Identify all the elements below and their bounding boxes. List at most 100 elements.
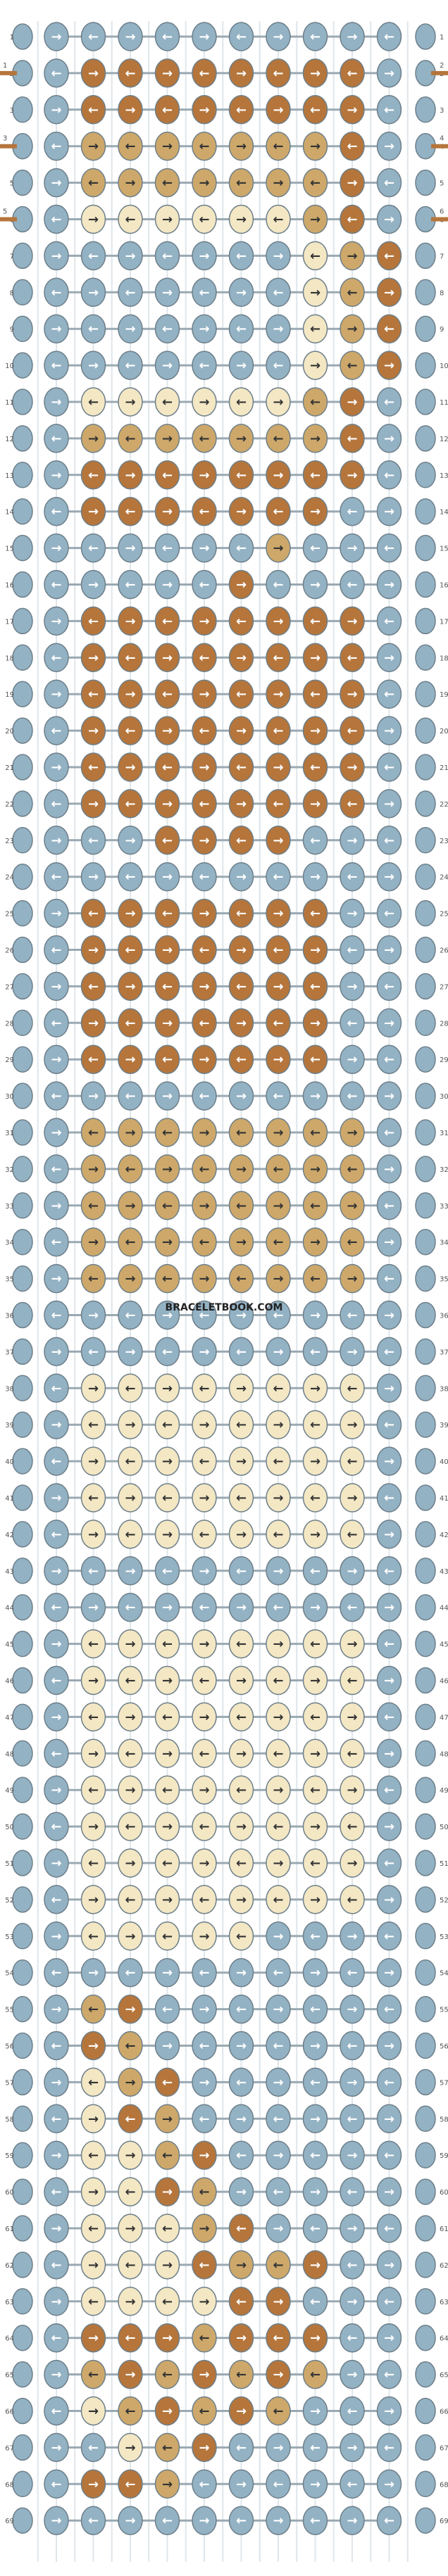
knot-direction-arrow: → [199, 1272, 209, 1287]
knot-direction-arrow: → [384, 1746, 394, 1761]
knot-direction-arrow: → [236, 505, 247, 519]
knot [376, 1373, 402, 1403]
knot [154, 1738, 180, 1769]
knot-direction-arrow: ← [162, 1564, 173, 1579]
edge-knot [415, 352, 436, 379]
knot-direction-arrow: ← [88, 1491, 99, 1505]
knot-direction-arrow: → [162, 1016, 173, 1030]
knot-direction-arrow: → [88, 358, 99, 373]
knot-direction-arrow: → [125, 2002, 135, 2017]
knot [228, 168, 254, 198]
knot-direction-arrow: ← [310, 1564, 321, 1579]
edge-knot [12, 571, 33, 598]
row-number-left: 10 [5, 362, 14, 370]
knot [340, 1446, 365, 1476]
knot-direction-arrow: → [347, 103, 357, 118]
knot [192, 1410, 217, 1439]
knot [302, 533, 328, 563]
knot-direction-arrow: ← [51, 1089, 61, 1104]
knot-direction-arrow: ← [88, 2294, 99, 2309]
knot [376, 1812, 402, 1841]
knot-direction-arrow: ← [162, 1856, 173, 1871]
knot [302, 752, 328, 782]
knot-direction-arrow: ← [384, 176, 394, 191]
knot-direction-arrow: ← [236, 2148, 247, 2163]
knot-direction-arrow: ← [125, 2404, 135, 2419]
knot-direction-arrow: ← [125, 797, 135, 812]
knot [80, 131, 106, 161]
knot [118, 1592, 143, 1622]
knot-direction-arrow: ← [310, 395, 321, 410]
knot-direction-arrow: ← [347, 797, 357, 812]
knot-direction-arrow: → [273, 322, 283, 336]
knot-direction-arrow: ← [347, 2185, 357, 2199]
knot-direction-arrow: → [51, 1418, 61, 1432]
knot-direction-arrow: → [384, 1674, 394, 1688]
knot-direction-arrow: ← [51, 2404, 61, 2419]
strand-end-label: 6 [440, 208, 444, 216]
knot-direction-arrow: → [310, 1966, 321, 1981]
edge-knot [12, 498, 33, 525]
edge-knot [12, 1923, 33, 1950]
knot [44, 1081, 69, 1111]
knot-direction-arrow: ← [125, 1381, 135, 1396]
row-number-left: 14 [5, 509, 14, 517]
row-number-right: 60 [440, 2189, 448, 2197]
knot-direction-arrow: ← [51, 870, 61, 885]
edge-knot [415, 2069, 436, 2096]
row-number-right: 34 [440, 1239, 448, 1247]
knot [376, 789, 402, 819]
knot-direction-arrow: ← [125, 2039, 135, 2054]
knot-direction-arrow: ← [51, 797, 61, 812]
knot-direction-arrow: → [88, 1454, 99, 1469]
knot [266, 204, 291, 234]
knot-direction-arrow: → [125, 468, 135, 483]
knot [192, 1848, 217, 1878]
knot-direction-arrow: ← [88, 2513, 99, 2528]
knot-direction-arrow: ← [162, 2075, 173, 2090]
knot [118, 1337, 143, 1367]
knot-direction-arrow: → [125, 1272, 135, 1287]
knot-direction-arrow: → [125, 2148, 135, 2163]
knot [118, 1629, 143, 1659]
knot-direction-arrow: ← [162, 687, 173, 702]
knot-direction-arrow: ← [199, 1819, 209, 1834]
knot [192, 752, 217, 782]
knot [266, 606, 291, 636]
knot-direction-arrow: ← [273, 797, 283, 812]
knot-direction-arrow: → [236, 1308, 247, 1323]
knot [228, 58, 254, 88]
knot [228, 1629, 254, 1659]
knot-direction-arrow: → [273, 30, 283, 44]
knot [80, 387, 106, 417]
knot-direction-arrow: ← [88, 248, 99, 263]
knot-direction-arrow: → [125, 248, 135, 263]
knot [192, 1227, 217, 1257]
knot [44, 1629, 69, 1659]
knot-direction-arrow: ← [310, 2075, 321, 2090]
knot [80, 606, 106, 636]
knot [80, 533, 106, 563]
knot-direction-arrow: → [51, 1929, 61, 1944]
knot-direction-arrow: → [88, 2185, 99, 2199]
row-number-left: 36 [5, 1313, 14, 1320]
knot-direction-arrow: → [384, 431, 394, 446]
knot-direction-arrow: ← [199, 358, 209, 373]
knot-direction-arrow: ← [273, 1235, 283, 1250]
knot-direction-arrow: → [310, 578, 321, 593]
knot-direction-arrow: → [199, 760, 209, 775]
knot [302, 606, 328, 636]
row-number-right: 36 [440, 1313, 448, 1320]
knot-direction-arrow: ← [347, 358, 357, 373]
row-number-left: 55 [5, 2007, 14, 2014]
edge-knot [415, 607, 436, 635]
row-number-left: 21 [5, 764, 14, 772]
knot [118, 1520, 143, 1549]
knot [266, 168, 291, 198]
knot [302, 1520, 328, 1549]
knot-direction-arrow: ← [162, 103, 173, 118]
knot-direction-arrow: → [236, 1089, 247, 1104]
knot-direction-arrow: ← [384, 907, 394, 921]
knot-direction-arrow: ← [384, 1272, 394, 1287]
edge-knot [12, 1703, 33, 1731]
